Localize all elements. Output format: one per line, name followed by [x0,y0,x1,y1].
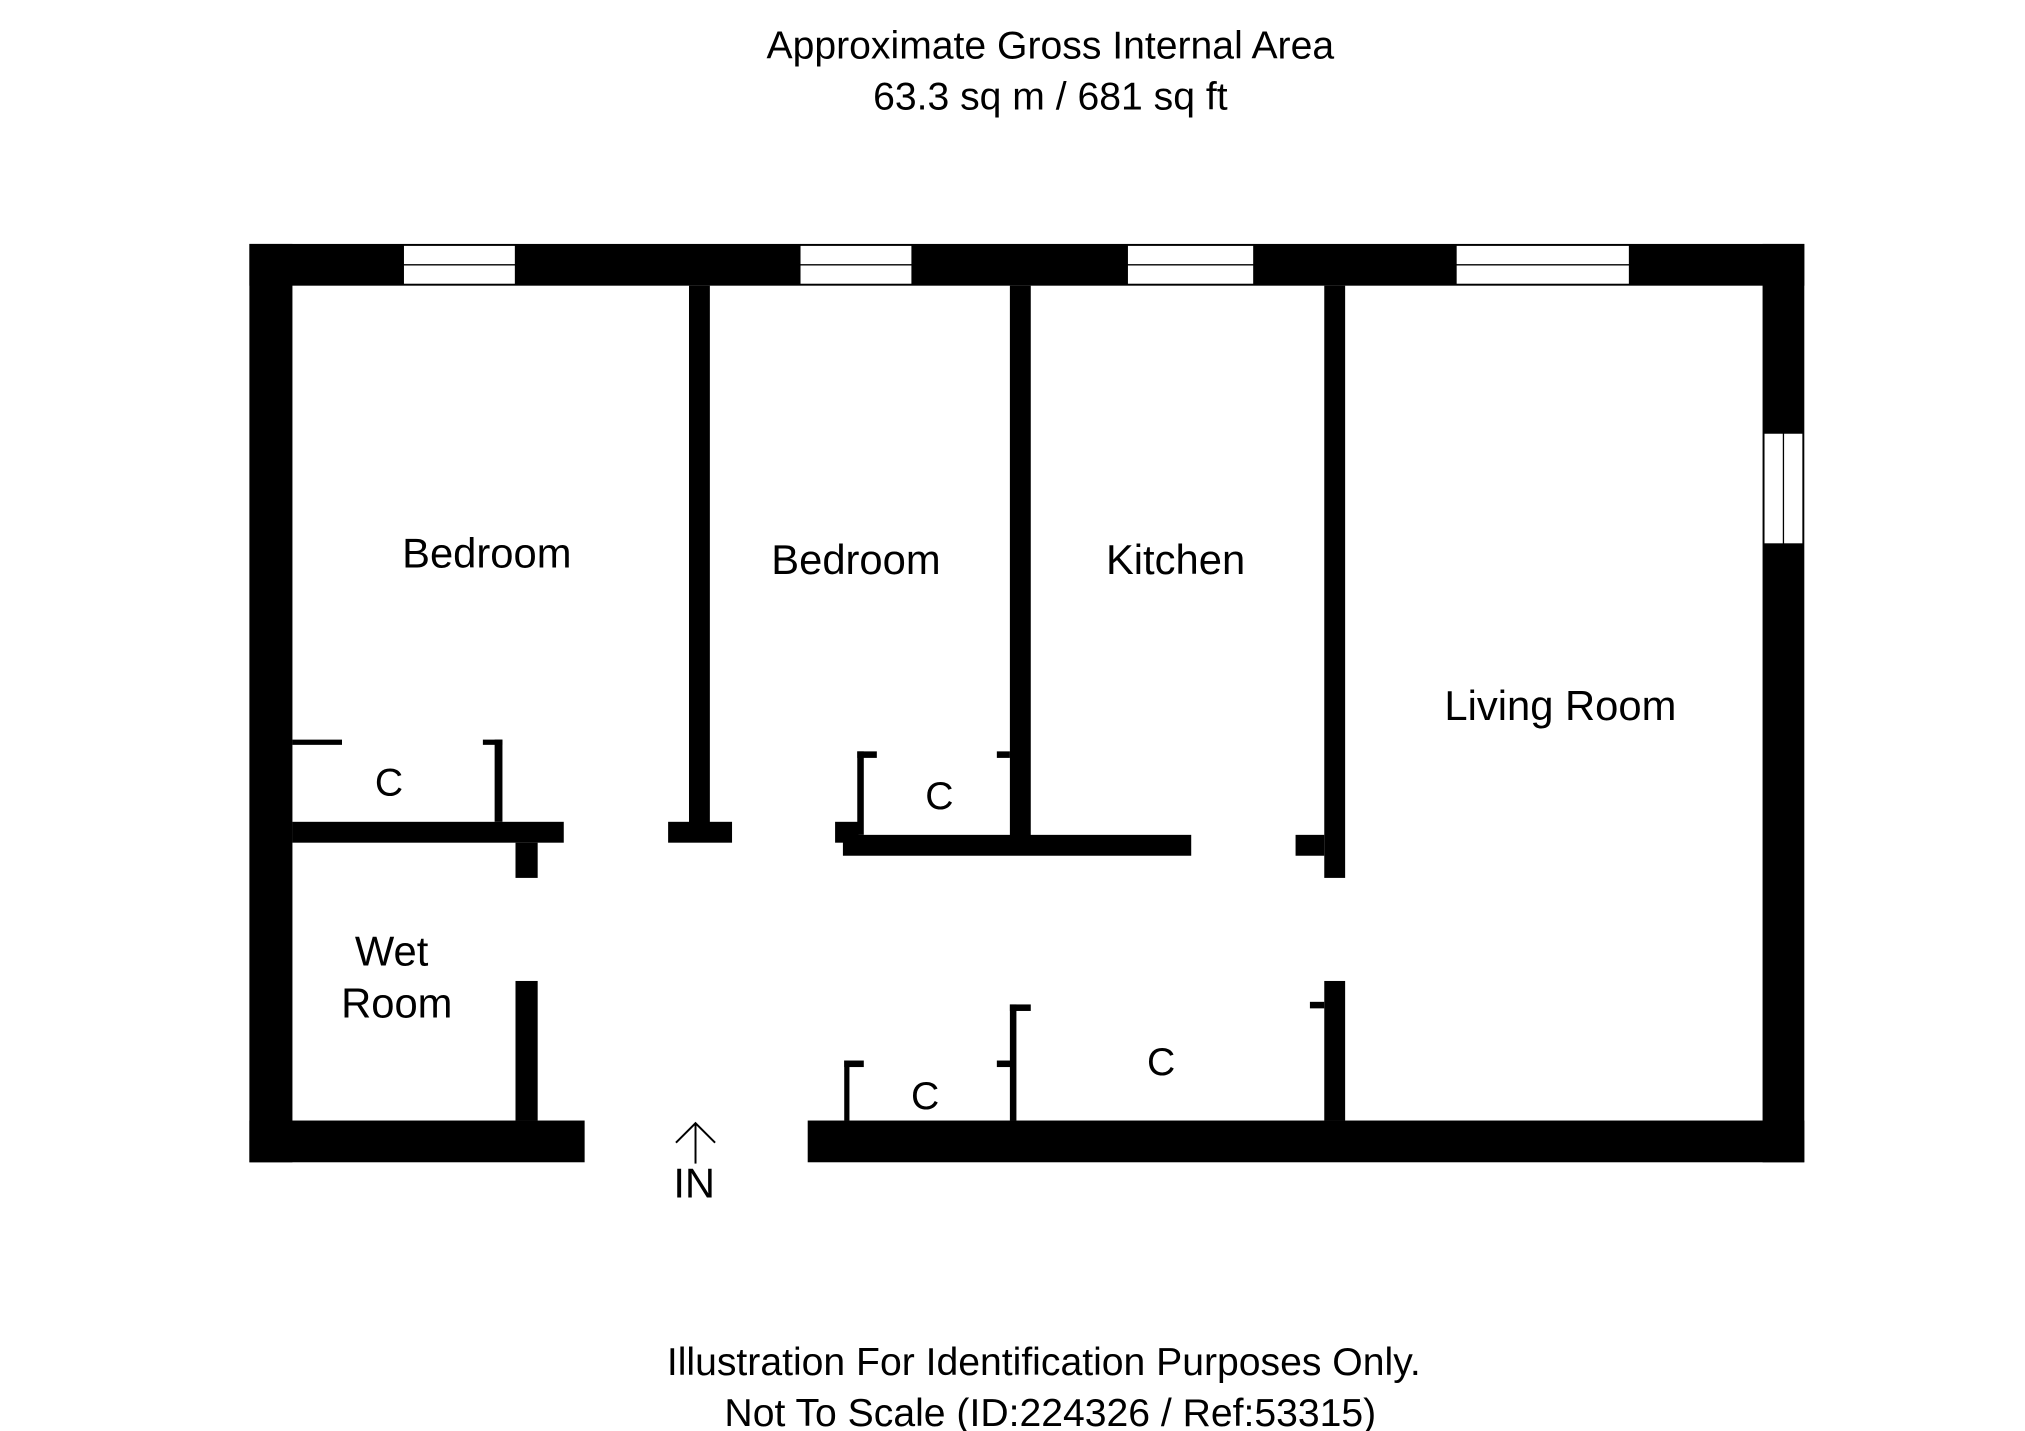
wet-room-wall [515,980,538,1121]
closet-line [857,751,877,758]
wall-stub [1295,834,1325,856]
entrance-label: IN [673,1160,715,1207]
area-title: Approximate Gross Internal Area [767,25,1335,68]
bedroom1-lower-wall [292,821,564,843]
cupboard-label: C [911,1075,939,1118]
room-label-kitchen: Kitchen [1106,536,1245,583]
bedroom-partition [688,285,710,825]
wall-stub [515,842,538,878]
right-wall [1762,243,1805,1163]
closet-line [996,751,1010,758]
wall-tick [1309,1001,1325,1009]
living-partition [1324,285,1346,878]
closet-line [1009,1004,1031,1011]
closet-line [482,739,503,745]
cupboard-label: C [1147,1041,1175,1084]
arrow-up-icon [675,1121,716,1164]
footer-line-1: Illustration For Identification Purposes… [667,1341,1421,1384]
closet-line [292,739,343,745]
closet-line [494,739,503,822]
room-label-wet-room-1: Wet [355,927,429,974]
footer-line-2: Not To Scale (ID:224326 / Ref:53315) [724,1392,1376,1431]
area-value: 63.3 sq m / 681 sq ft [873,76,1228,119]
cupboard-label: C [925,775,953,818]
room-label-living-room: Living Room [1444,682,1676,729]
room-label-bedroom-2: Bedroom [771,536,940,583]
left-wall [249,243,293,1163]
kitchen-lower-wall [842,834,1192,856]
closet-line [844,1060,850,1121]
walls [249,243,1805,1163]
closet-line [844,1060,864,1068]
closet-line [1009,1004,1017,1121]
bottom-wall-right [807,1120,1805,1163]
bottom-wall-left [249,1120,585,1163]
kitchen-partition [1009,285,1031,848]
windows [402,244,1804,545]
closet-line [996,1060,1013,1068]
room-label-bedroom-1: Bedroom [402,529,571,576]
room-label-wet-room-2: Room [341,979,452,1026]
wall-stub [835,821,859,843]
living-lower-wall [1324,980,1346,1121]
cupboard-label: C [375,762,403,805]
closet-line [857,751,864,835]
wall-stub [668,821,733,843]
